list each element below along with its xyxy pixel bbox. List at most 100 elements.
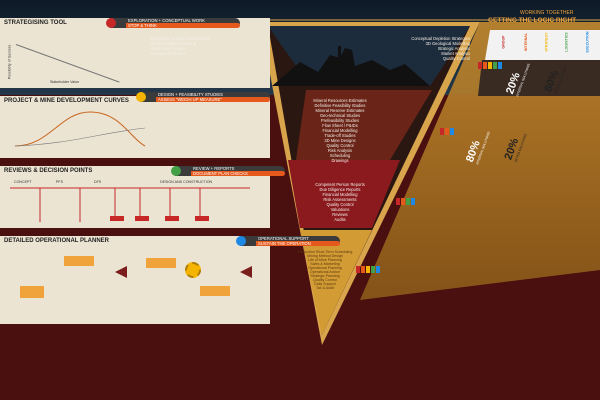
person-icon	[366, 266, 370, 273]
planner-box	[146, 258, 176, 268]
mine-silhouette	[272, 48, 430, 86]
list-item: Life of Mine Planning	[308, 258, 342, 262]
list-item: Quality Control	[326, 202, 354, 207]
decision-timeline	[10, 187, 250, 222]
phase-concept: CONCEPT	[14, 180, 32, 184]
side-column-white	[485, 30, 600, 60]
arrow-icon	[240, 266, 252, 278]
axis-x-label: Stakeholder Value	[50, 80, 80, 84]
person-icon	[445, 128, 449, 135]
phase-pfs: PFS	[56, 180, 63, 184]
list-item: Mineral Reserve Estimates	[315, 108, 365, 113]
person-icon	[361, 266, 365, 273]
list-item: Due Diligence Reports	[319, 187, 361, 192]
triangle-sky	[268, 26, 470, 86]
list-item: Drawings	[331, 158, 349, 163]
list-item: Quality Control	[313, 278, 337, 282]
person-icon	[493, 62, 497, 69]
gear-icon	[185, 262, 201, 278]
list-item: Flow Sheet / P&IDs	[322, 123, 358, 128]
list-item: Prefeasibility Studies	[321, 118, 359, 123]
person-icon	[440, 128, 444, 135]
panel-title-1: STRATEGISING TOOL	[4, 20, 67, 26]
side-label-internal: INTERNAL	[524, 32, 529, 52]
person-icon	[498, 62, 502, 69]
person-icon	[376, 266, 380, 273]
person-icon	[406, 198, 410, 205]
list-item: Geo-technical Studies	[319, 113, 361, 118]
list-item: Mineral Resources Estimates	[313, 98, 367, 103]
person-icon	[411, 198, 415, 205]
side-labels: GROUP INTERNAL STRATEGY LOGISTICS EXECUT…	[495, 32, 600, 60]
section1-left-list: Exploration & Data Management Mine/Geolo…	[150, 36, 270, 56]
list-item: Trade-off Studies	[324, 133, 356, 138]
list-item: Competent Person Reports	[315, 182, 365, 187]
headframe	[338, 46, 341, 66]
side-label-strategy: STRATEGY	[544, 32, 549, 52]
list-item: Conceptual Studies	[150, 51, 186, 56]
list-item: Market Analysis	[441, 51, 470, 56]
development-curve	[14, 111, 146, 147]
stage-bubble-blue	[236, 236, 246, 246]
section3-list: Competent Person Reports Due Diligence R…	[300, 182, 380, 222]
list-item: Tax & Audit	[316, 286, 334, 290]
list-item: Mass Flow Analysis	[150, 46, 186, 51]
person-icon	[478, 62, 482, 69]
planner-box	[64, 256, 94, 266]
panel-reviews: REVIEWS & DECISION POINTS CONCEPT PFS DF…	[0, 166, 270, 228]
person-icon	[450, 128, 454, 135]
panel-title-3: REVIEWS & DECISION POINTS	[4, 168, 93, 174]
side-label-logistics: LOGISTICS	[564, 32, 569, 52]
list-item: Sales & Marketing	[310, 262, 340, 266]
list-item: Scheduling	[329, 153, 351, 158]
people-group-4	[356, 266, 396, 276]
person-icon	[488, 62, 492, 69]
section1-right-list: Conceptual Depletion Strategies 3D Geolo…	[360, 36, 470, 61]
list-item: Audits	[334, 217, 346, 222]
list-item: Financial Modelling	[322, 192, 358, 197]
list-item: Strategic Planning	[310, 274, 340, 278]
list-item: Valuations	[330, 207, 350, 212]
person-icon	[356, 266, 360, 273]
person-icon	[396, 198, 400, 205]
list-item: Strategic Analysis	[437, 46, 470, 51]
panel-strategising: STRATEGISING TOOL Possibility of Success…	[0, 18, 270, 88]
phase-design-construction: DESIGN AND CONSTRUCTION	[160, 180, 213, 184]
list-item: Production Short-Term Scheduling	[297, 250, 353, 254]
list-item: Exploration & Data Management	[150, 36, 210, 41]
layer-review	[288, 160, 400, 228]
list-item: 3D Geological Modelling	[425, 41, 470, 46]
panel-project-curves: PROJECT & MINE DEVELOPMENT CURVES	[0, 96, 270, 158]
planner-box	[20, 286, 44, 298]
list-item: Quality Control	[326, 143, 354, 148]
list-item: Definitive Feasibility Studies	[314, 103, 366, 108]
list-item: Risk Assessments	[323, 197, 357, 202]
people-group-2	[440, 128, 480, 138]
stage-bubble-red	[106, 18, 116, 28]
planner-box	[200, 286, 230, 296]
section2-list: Mineral Resources Estimates Definitive F…	[300, 98, 380, 163]
list-item: Operational Advice	[309, 270, 341, 274]
list-item: Daily Support	[314, 282, 336, 286]
list-item: 3D Mine Designs	[324, 138, 356, 143]
panel-title-4: DETAILED OPERATIONAL PLANNER	[4, 238, 110, 244]
side-column-dark	[478, 60, 600, 96]
section4-list: Production Short-Term Scheduling Mining …	[290, 250, 360, 290]
stage-bubble-green	[171, 166, 181, 176]
phase-dfs: DFS	[94, 180, 102, 184]
layer-design	[296, 90, 432, 160]
list-item: Reviews	[332, 212, 348, 217]
list-item: Quality Control	[442, 56, 470, 61]
stage-bubble-yellow	[136, 92, 146, 102]
arrow-icon	[115, 266, 127, 278]
list-item: Mine/Geological Tracking	[150, 41, 196, 46]
side-label-execution: EXECUTION	[585, 31, 590, 53]
side-label-group: GROUP	[501, 35, 506, 49]
panel-operational-planner: DETAILED OPERATIONAL PLANNER	[0, 236, 270, 324]
list-item: Conceptual Depletion Strategies	[411, 36, 470, 41]
